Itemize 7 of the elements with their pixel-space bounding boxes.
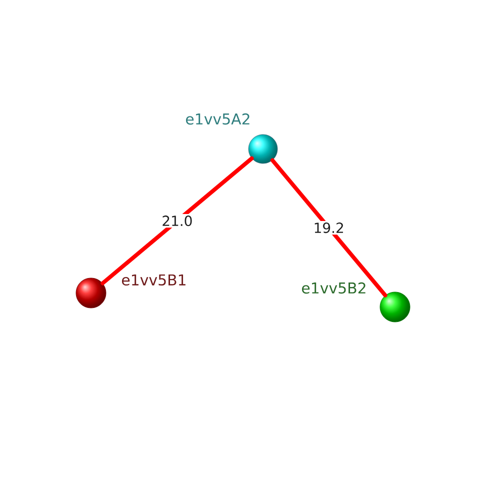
node-label: e1vv5A2 xyxy=(186,113,250,125)
edge-label: 19.2 xyxy=(312,221,346,235)
line xyxy=(270,158,388,298)
node-label: e1vv5B1 xyxy=(122,274,186,286)
node-label: e1vv5B2 xyxy=(302,282,366,294)
edge-label: 21.0 xyxy=(160,214,194,228)
line xyxy=(100,156,254,286)
